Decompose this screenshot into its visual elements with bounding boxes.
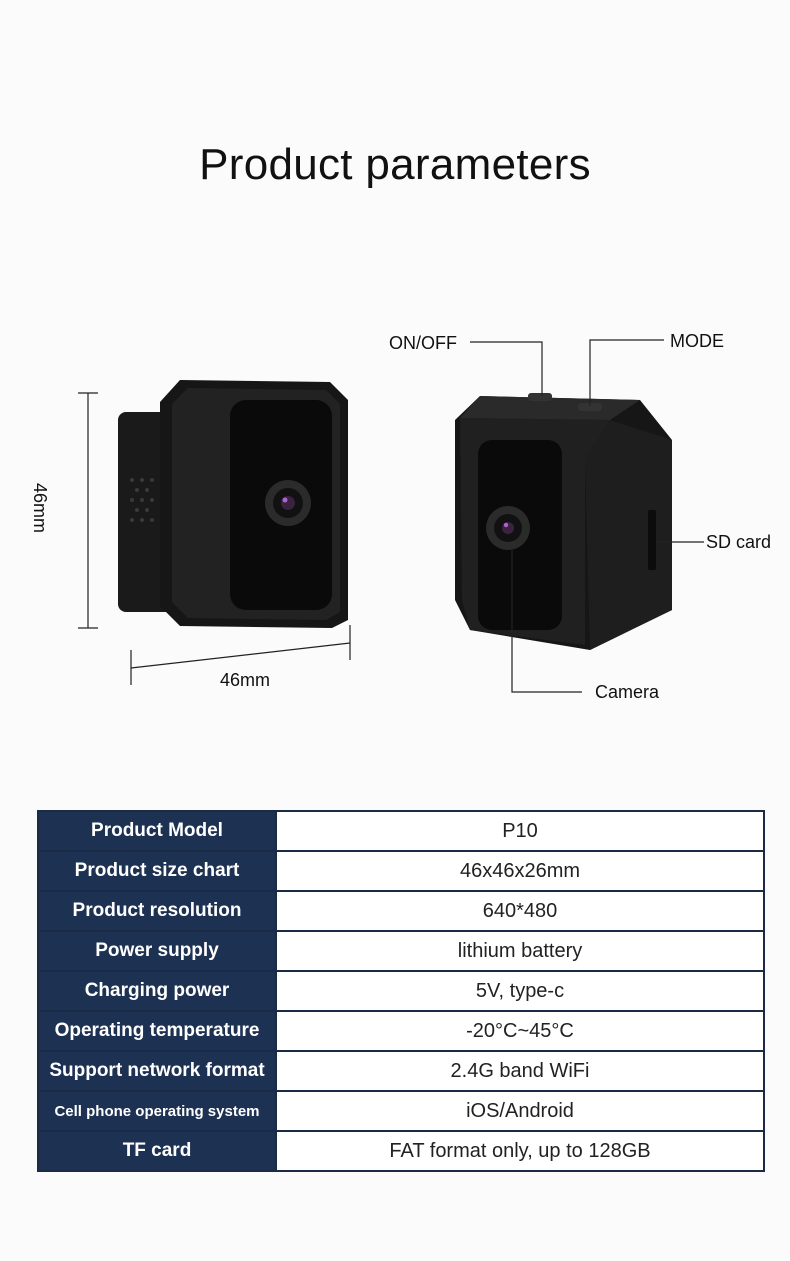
camera-front-view (118, 380, 348, 628)
table-row: Product size chart 46x46x26mm (39, 852, 763, 892)
table-row: TF card FAT format only, up to 128GB (39, 1132, 763, 1170)
mode-button-drawing (578, 403, 602, 411)
spec-value: iOS/Android (466, 1099, 574, 1122)
spec-value: P10 (502, 819, 538, 842)
callout-lines (470, 339, 704, 693)
sd-card-callout: SD card (706, 532, 772, 552)
table-row: Product Model P10 (39, 812, 763, 852)
table-row: Charging power 5V, type-c (39, 972, 763, 1012)
spec-label: Product resolution (39, 892, 277, 930)
spec-value: 2.4G band WiFi (450, 1059, 590, 1082)
camera-drawings (78, 339, 704, 693)
spec-label: Operating temperature (39, 1012, 277, 1050)
spec-value: lithium battery (457, 939, 583, 962)
mode-callout: MODE (670, 331, 724, 351)
on-off-button-drawing (528, 393, 552, 401)
spec-label: Charging power (39, 972, 277, 1010)
spec-label: TF card (39, 1132, 277, 1170)
table-row: Product resolution 640*480 (39, 892, 763, 932)
table-row: Operating temperature -20°C~45°C (39, 1012, 763, 1052)
speaker-grille (130, 478, 154, 522)
spec-label: Product size chart (39, 852, 277, 890)
spec-label: Cell phone operating system (39, 1092, 277, 1130)
height-dimension-label: 46mm (30, 483, 50, 534)
width-dimension-label: 46mm (220, 670, 271, 690)
height-dimension-line (78, 392, 98, 629)
table-row: Support network format 2.4G band WiFi (39, 1052, 763, 1092)
product-illustration: 46mm 46mm ON/OFF MODE SD card Camera (0, 300, 790, 730)
spec-label: Support network format (39, 1052, 277, 1090)
camera-callout: Camera (595, 682, 660, 702)
spec-label: Product Model (39, 812, 277, 850)
page-title: Product parameters (199, 140, 591, 189)
width-dimension-line (130, 625, 351, 685)
sd-slot-drawing (648, 510, 656, 570)
spec-label: Power supply (39, 932, 277, 970)
spec-value: 46x46x26mm (459, 859, 581, 882)
table-row: Cell phone operating system iOS/Android (39, 1092, 763, 1132)
spec-value: -20°C~45°C (466, 1019, 574, 1042)
table-row: Power supply lithium battery (39, 932, 763, 972)
spec-value: FAT format only, up to 128GB (389, 1139, 651, 1162)
spec-value: 5V, type-c (475, 979, 565, 1002)
on-off-callout: ON/OFF (389, 333, 457, 353)
camera-angled-view (455, 393, 672, 650)
spec-value: 640*480 (482, 899, 558, 922)
spec-table: Product Model P10 Product size chart 46x… (37, 810, 765, 1172)
